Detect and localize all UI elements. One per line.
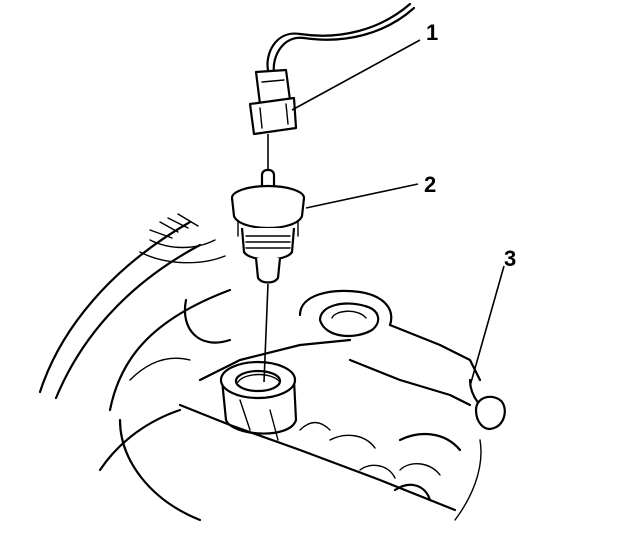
callout-label-3: 3: [504, 246, 517, 271]
case-outline: [38, 213, 232, 522]
housing-body: [178, 289, 506, 521]
connector: [248, 2, 416, 170]
callout-label-1: 1: [426, 20, 439, 45]
sensor: [230, 168, 306, 284]
callout-3-leader: [469, 265, 505, 387]
alignment-line: [263, 283, 269, 383]
mounting-boss: [219, 360, 298, 435]
callout-2-leader: [305, 183, 419, 209]
callout-1-leader: [291, 39, 421, 111]
callout-label-2: 2: [424, 172, 437, 197]
